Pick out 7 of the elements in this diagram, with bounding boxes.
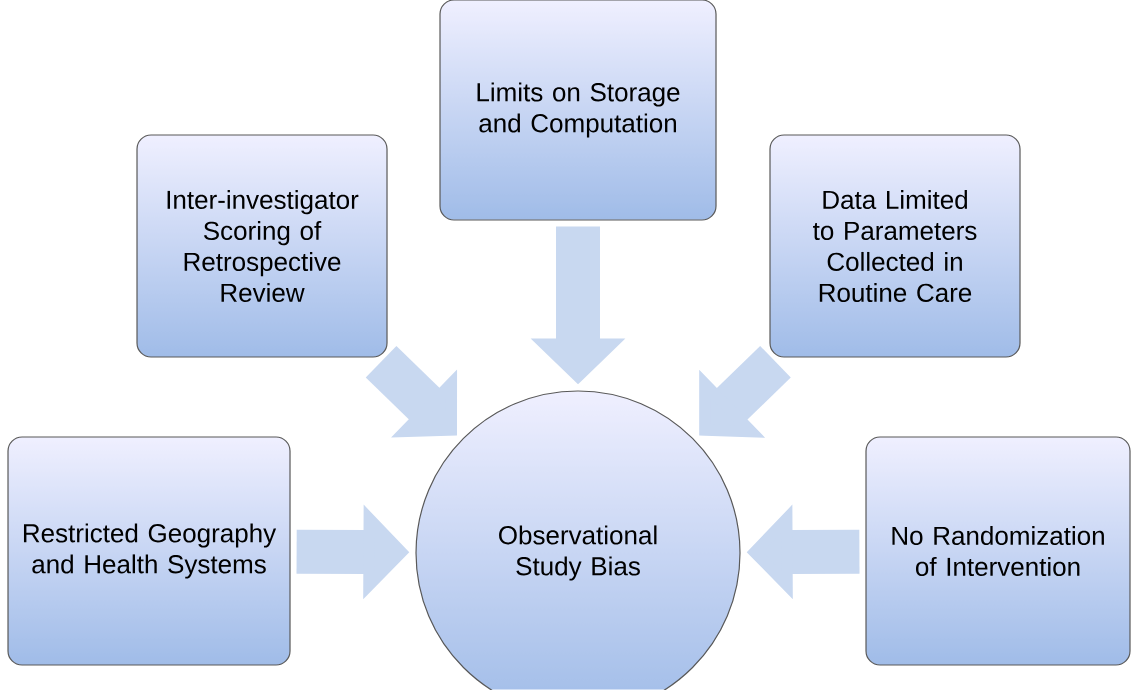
rounded-box: Data Limited to Parameters Collected in Routine Care — [769, 134, 1021, 358]
block-arrow — [365, 346, 458, 438]
rounded-box: No Randomization of Intervention — [865, 436, 1131, 666]
rounded-box: Inter-investigator Scoring of Retrospective Review — [136, 134, 388, 358]
rounded-box: Limits on Storage and Computation — [439, 0, 717, 221]
rounded-box: Restricted Geography and Health Systems — [7, 436, 291, 666]
block-arrow — [699, 346, 791, 438]
